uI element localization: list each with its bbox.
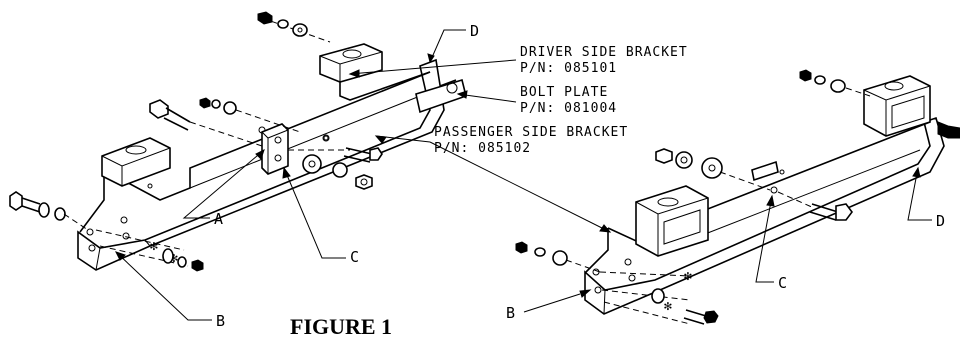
svg-text:✻: ✻ [150,239,159,254]
passenger-side-bracket [584,75,945,315]
hardware-washers-passenger [655,148,771,191]
callout-d-top: D [470,22,479,40]
figure-label: FIGURE 1 [290,314,392,339]
callout-d-right: D [936,212,945,230]
passenger-bracket-pn: P/N: 085102 [434,141,531,156]
hardware-top-passenger [799,69,871,97]
passenger-bracket-name: PASSENGER SIDE BRACKET [434,125,628,140]
hardware-lower-passenger: ✻ ✻ [599,269,719,325]
hardware-bolt-c-driver [288,135,383,190]
hardware-bolt-driver-top [149,97,301,147]
callout-b-right: B [506,304,515,322]
hardware-top-driver [257,11,331,43]
driver-bracket-name: DRIVER SIDE BRACKET [520,45,688,60]
hardware-left-passenger [515,241,601,273]
svg-text:✻: ✻ [170,251,179,266]
hardware-bolt-passenger-right [937,121,960,139]
svg-text:✻: ✻ [664,299,673,314]
callout-c-right: C [778,274,787,292]
bolt-plate-name: BOLT PLATE [520,85,608,100]
callout-b-left: B [216,312,225,330]
hardware-bolt-passenger-mid [777,191,853,221]
callout-c-left: C [350,248,359,266]
bolt-plate-pn: P/N: 081004 [520,101,617,116]
leader-lines [115,29,932,321]
callout-a: A [214,210,223,228]
hardware-bolt-driver-left [9,191,89,231]
hardware-lower-driver: ✻ ✻ [95,229,204,272]
driver-bracket-pn: P/N: 085101 [520,61,617,76]
clamp-plate-a [261,123,289,175]
svg-text:✻: ✻ [684,269,693,284]
